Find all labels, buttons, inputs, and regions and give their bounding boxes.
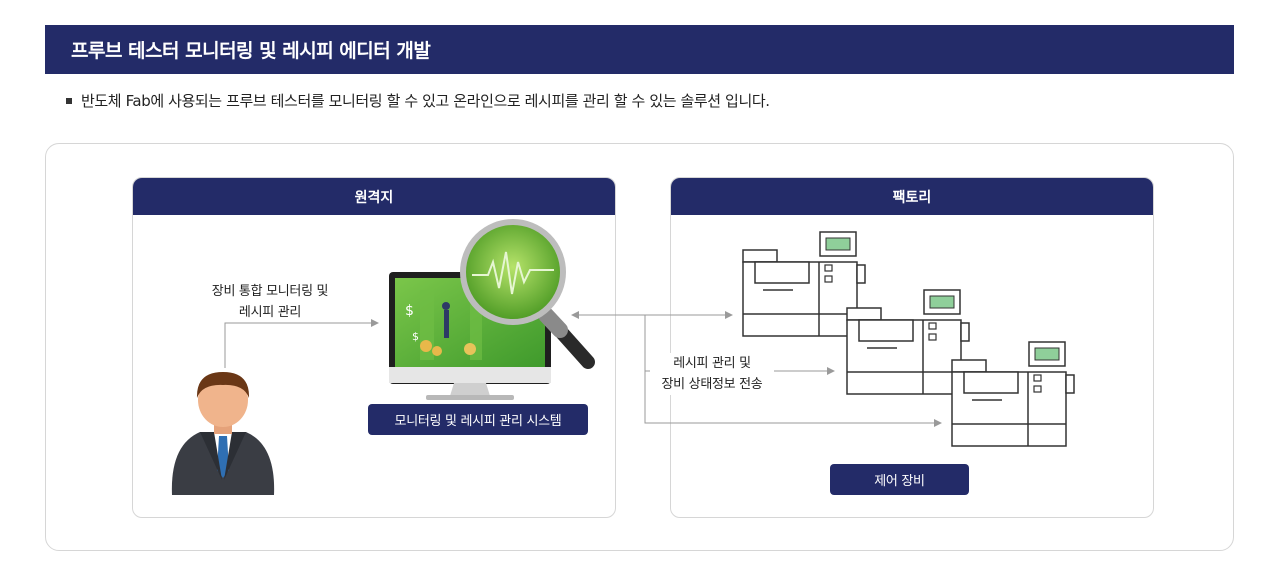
page-title: 프루브 테스터 모니터링 및 레시피 에디터 개발 [45,25,1234,74]
diagram-container [45,143,1234,551]
system-label-pill: 모니터링 및 레시피 관리 시스템 [368,404,588,435]
transfer-label-line2: 장비 상태정보 전송 [661,377,763,392]
remote-panel-header: 원격지 [133,178,615,215]
page-title-text: 프루브 테스터 모니터링 및 레시피 에디터 개발 [71,40,431,62]
system-label-text: 모니터링 및 레시피 관리 시스템 [394,414,562,429]
factory-panel-header: 팩토리 [671,178,1153,215]
equipment-label-text: 제어 장비 [874,474,925,489]
transfer-label: 레시피 관리 및 장비 상태정보 전송 [650,353,774,395]
description: 반도체 Fab에 사용되는 프루브 테스터를 모니터링 할 수 있고 온라인으로… [66,90,770,111]
equipment-label-pill: 제어 장비 [830,464,969,495]
remote-panel: 원격지 [132,177,616,518]
factory-panel-title: 팩토리 [892,189,932,206]
factory-panel: 팩토리 [670,177,1154,518]
transfer-label-line1: 레시피 관리 및 [673,356,751,371]
monitoring-label: 장비 통합 모니터링 및 레시피 관리 [196,281,344,323]
monitoring-label-line2: 레시피 관리 [238,305,302,320]
remote-panel-title: 원격지 [354,189,394,206]
monitoring-label-line1: 장비 통합 모니터링 및 [211,284,329,299]
description-text: 반도체 Fab에 사용되는 프루브 테스터를 모니터링 할 수 있고 온라인으로… [81,92,770,110]
bullet-icon [66,97,72,104]
